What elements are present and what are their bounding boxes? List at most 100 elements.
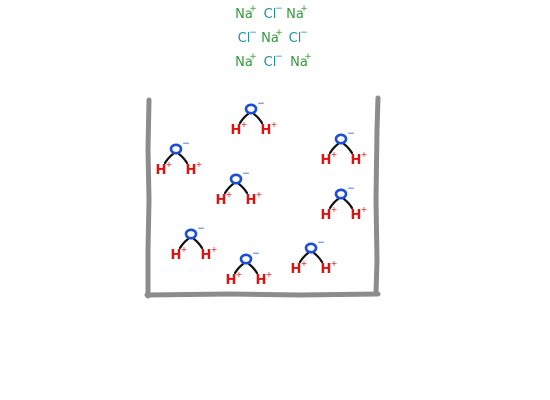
hydrogen-atom: H [216, 193, 227, 208]
chloride-charge: − [275, 4, 283, 14]
chloride-ion: Cl− [238, 28, 257, 46]
bond-line [252, 112, 264, 125]
hydrogen-charge: + [331, 259, 338, 268]
water-molecule: −H+H+ [231, 99, 278, 138]
hydrogen-charge: + [361, 150, 368, 159]
hydrogen-charge: + [301, 259, 308, 268]
bond-line [163, 152, 175, 165]
hydrogen-charge: + [266, 270, 273, 279]
chloride-charge: − [275, 52, 283, 62]
bond-line [178, 237, 190, 250]
beaker-left-wall [145, 97, 152, 299]
hydrogen-atom: H [246, 193, 257, 208]
sodium-charge: + [275, 28, 283, 38]
oxygen-atom [244, 103, 258, 115]
hydrogen-atom: H [256, 273, 267, 288]
chlorine-symbol: Cl [238, 31, 251, 46]
sodium-symbol: Na [235, 55, 253, 70]
hydrogen-atom: H [321, 208, 332, 223]
oxygen-atom [334, 133, 348, 145]
bond-line [233, 262, 245, 275]
water-molecule: −H+H+ [156, 139, 203, 178]
sodium-symbol: Na [290, 55, 308, 70]
oxygen-charge: − [182, 139, 190, 149]
chloride-charge: − [300, 28, 308, 38]
oxygen-charge: − [347, 129, 355, 139]
hydrogen-charge: + [166, 160, 173, 169]
hydrogen-atom: H [201, 248, 212, 263]
sodium-symbol: Na [261, 31, 279, 46]
sodium-symbol: Na [235, 7, 253, 22]
hydrogen-atom: H [171, 248, 182, 263]
hydrogen-atom: H [351, 208, 362, 223]
sodium-ion: Na+ [261, 28, 283, 46]
beaker-right-wall [373, 95, 381, 297]
water-molecule: −H+H+ [291, 238, 338, 277]
hydrogen-atom: H [186, 163, 197, 178]
oxygen-charge: − [257, 99, 265, 109]
sodium-ion: Na+ [235, 52, 257, 70]
hydrogen-charge: + [181, 245, 188, 254]
bond-line [223, 182, 235, 195]
oxygen-charge: − [197, 224, 205, 234]
hydrogen-atom: H [321, 153, 332, 168]
sodium-ion: Na+ [235, 4, 257, 22]
water-molecule: −H+H+ [216, 169, 263, 208]
sodium-ion: Na+ [290, 52, 312, 70]
water-molecule: −H+H+ [321, 129, 368, 168]
chloride-ion: Cl− [289, 28, 308, 46]
oxygen-atom [334, 188, 348, 200]
hydrogen-charge: + [271, 120, 278, 129]
sodium-ion: Na+ [286, 4, 308, 22]
hydrogen-charge: + [256, 190, 263, 199]
hydrogen-atom: H [351, 153, 362, 168]
hydrogen-charge: + [331, 205, 338, 214]
chlorine-symbol: Cl [264, 55, 277, 70]
beaker-bottom [144, 291, 381, 298]
hydrogen-charge: + [331, 150, 338, 159]
oxygen-charge: − [347, 184, 355, 194]
salt-crystal: Na+Cl−Na+Cl−Na+Cl−Na+Cl−Na+ [235, 4, 312, 70]
hydrogen-charge: + [361, 205, 368, 214]
oxygen-charge: − [317, 238, 325, 248]
hydrogen-atom: H [321, 262, 332, 277]
water-molecule: −H+H+ [226, 249, 273, 288]
hydrogen-charge: + [211, 245, 218, 254]
bond-line [342, 142, 354, 155]
sodium-charge: + [300, 4, 308, 14]
hydrogen-charge: + [236, 270, 243, 279]
chlorine-symbol: Cl [289, 31, 302, 46]
bond-line [238, 112, 250, 125]
water-molecules: −H+H+−H+H+−H+H+−H+H+−H+H+−H+H+−H+H+−H+H+ [156, 99, 368, 288]
sodium-charge: + [249, 4, 257, 14]
bond-line [328, 142, 340, 155]
oxygen-atom [304, 242, 318, 254]
oxygen-charge: − [242, 169, 250, 179]
hydrogen-charge: + [226, 190, 233, 199]
oxygen-atom [229, 173, 243, 185]
bond-line [328, 197, 340, 210]
bond-line [342, 197, 354, 210]
beaker [144, 95, 381, 299]
bond-line [177, 152, 189, 165]
water-molecule: −H+H+ [171, 224, 218, 263]
hydrogen-atom: H [156, 163, 167, 178]
hydrogen-atom: H [231, 123, 242, 138]
chloride-ion: Cl− [264, 52, 283, 70]
hydrogen-atom: H [226, 273, 237, 288]
oxygen-atom [239, 253, 253, 265]
water-molecule: −H+H+ [321, 184, 368, 223]
sodium-charge: + [249, 52, 257, 62]
sodium-symbol: Na [286, 7, 304, 22]
chloride-charge: − [249, 28, 257, 38]
sodium-charge: + [304, 52, 312, 62]
bond-line [247, 262, 259, 275]
oxygen-atom [169, 143, 183, 155]
bond-line [312, 251, 324, 264]
hydrogen-charge: + [241, 120, 248, 129]
oxygen-charge: − [252, 249, 260, 259]
bond-line [192, 237, 204, 250]
hydrogen-atom: H [291, 262, 302, 277]
bond-line [237, 182, 249, 195]
